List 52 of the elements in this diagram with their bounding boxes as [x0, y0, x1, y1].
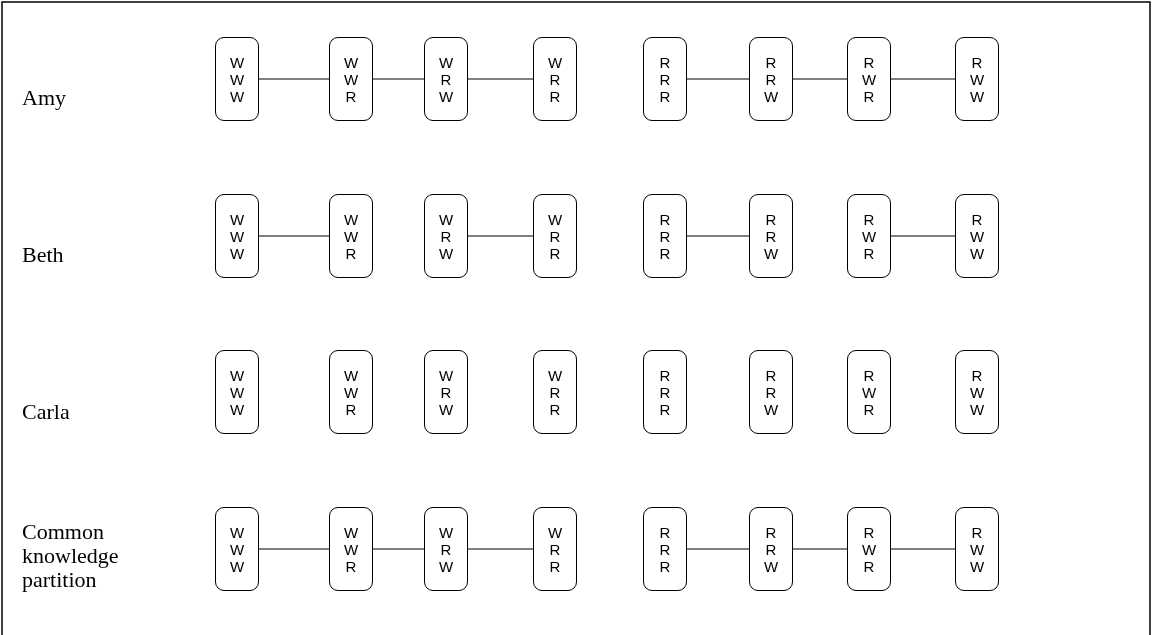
state-text: R R R: [658, 523, 672, 575]
state-text: R R W: [763, 366, 779, 418]
state-text: W R R: [547, 53, 563, 105]
state-text: R W R: [861, 366, 877, 418]
state-text: W W W: [229, 210, 245, 262]
state-text: W W W: [229, 366, 245, 418]
state-text: R W R: [861, 210, 877, 262]
state-text: R W W: [969, 210, 985, 262]
state-text: R W W: [969, 366, 985, 418]
state-text: W R R: [547, 210, 563, 262]
connector-line: [467, 78, 534, 80]
connector-line: [686, 235, 750, 237]
connector-line: [686, 78, 750, 80]
connector-line: [258, 548, 330, 550]
row-label: Carla: [22, 400, 71, 424]
state-text: W R W: [438, 366, 454, 418]
state-text: R W W: [969, 523, 985, 575]
connector-line: [686, 548, 750, 550]
state-text: R W R: [861, 53, 877, 105]
state-text: R W R: [861, 523, 877, 575]
connector-line: [792, 78, 848, 80]
state-text: W W W: [229, 523, 245, 575]
state-text: R W W: [969, 53, 985, 105]
row-label: Beth: [22, 243, 65, 267]
row-label: Common knowledge partition: [22, 520, 120, 592]
connector-line: [467, 548, 534, 550]
state-text: W W R: [343, 523, 359, 575]
connector-line: [792, 548, 848, 550]
connector-line: [467, 235, 534, 237]
state-text: R R R: [658, 366, 672, 418]
connector-line: [372, 548, 425, 550]
state-text: W R W: [438, 53, 454, 105]
state-text: W W R: [343, 210, 359, 262]
connector-line: [258, 235, 330, 237]
connector-line: [372, 78, 425, 80]
state-text: R R W: [763, 523, 779, 575]
state-text: W R R: [547, 523, 563, 575]
state-text: W R W: [438, 210, 454, 262]
state-text: W W W: [229, 53, 245, 105]
state-text: W R W: [438, 523, 454, 575]
state-text: R R W: [763, 210, 779, 262]
connector-line: [890, 235, 956, 237]
state-text: R R R: [658, 210, 672, 262]
connector-line: [890, 548, 956, 550]
state-text: R R W: [763, 53, 779, 105]
state-text: W R R: [547, 366, 563, 418]
state-text: W W R: [343, 366, 359, 418]
connector-line: [890, 78, 956, 80]
connector-line: [258, 78, 330, 80]
row-label: Amy: [22, 86, 67, 110]
state-text: W W R: [343, 53, 359, 105]
state-text: R R R: [658, 53, 672, 105]
